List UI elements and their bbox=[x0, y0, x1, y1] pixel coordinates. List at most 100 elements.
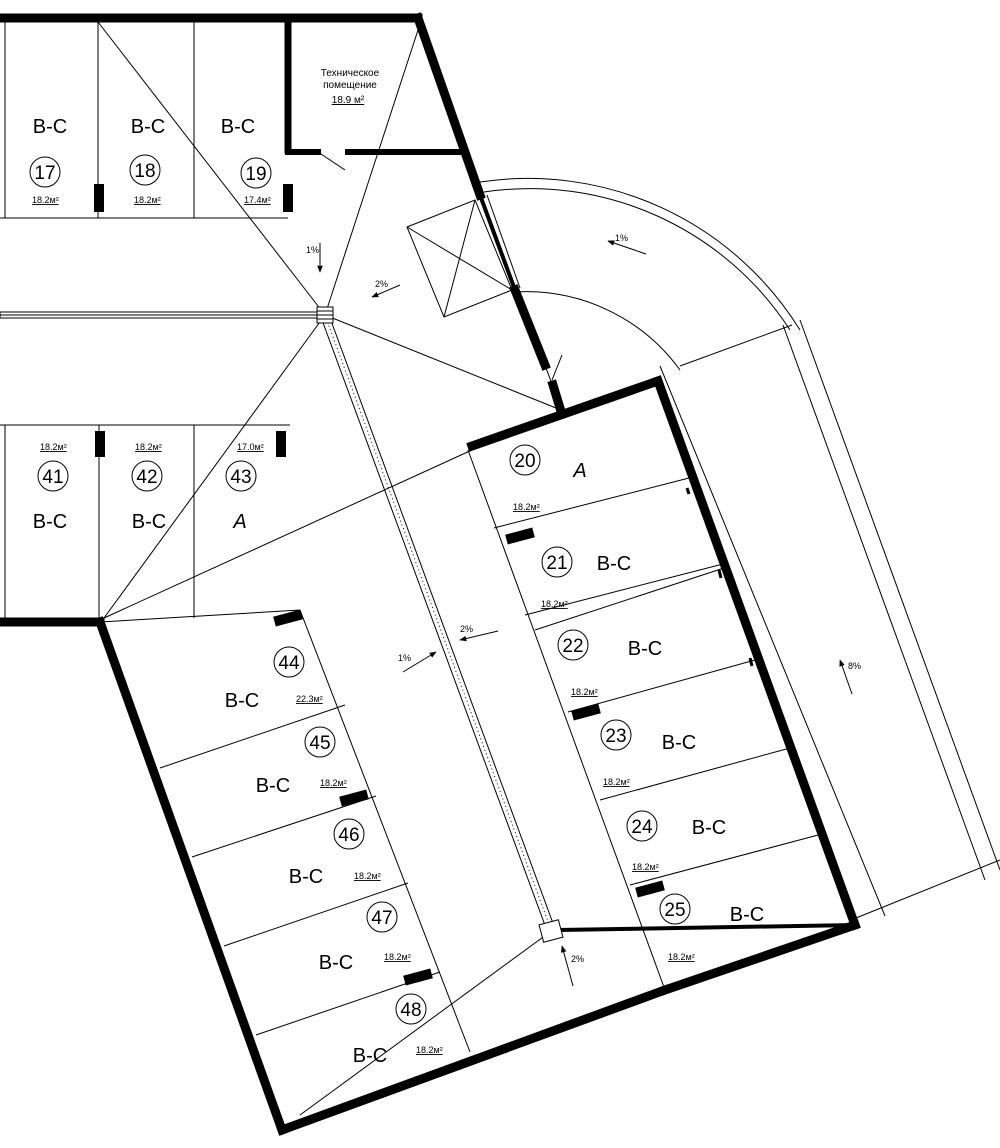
bay-number: 22 bbox=[562, 636, 583, 657]
bay-number: 47 bbox=[371, 908, 392, 929]
slope-label: 2% bbox=[571, 954, 584, 964]
bay-41[interactable]: 18.2м² 41 В-С bbox=[33, 442, 69, 533]
tech-room-door-leaf bbox=[317, 151, 346, 171]
drive-line bbox=[103, 449, 473, 619]
bay-45[interactable]: 45 В-С 18.2м² bbox=[256, 726, 347, 797]
column bbox=[505, 527, 535, 545]
bay-line bbox=[159, 704, 346, 769]
right-bays-grid bbox=[467, 449, 823, 991]
bay-number-circle bbox=[131, 460, 163, 492]
bay-43[interactable]: 17.0м² 43 А bbox=[225, 442, 264, 533]
bay-line bbox=[629, 833, 823, 886]
technical-room-name-1: Техническое bbox=[321, 68, 380, 79]
door-frame bbox=[545, 367, 556, 393]
bay-area: 18.2м² bbox=[632, 862, 659, 872]
top-bays-grid bbox=[0, 22, 293, 219]
tick bbox=[748, 657, 754, 667]
door-frame bbox=[486, 194, 521, 289]
drive-line bbox=[97, 21, 326, 316]
drive-line bbox=[324, 314, 557, 409]
bay-25[interactable]: 25 В-С 18.2м² bbox=[659, 893, 764, 962]
ramp-joint bbox=[679, 324, 793, 367]
right-block-top-wall bbox=[466, 375, 664, 452]
bay-42[interactable]: 18.2м² 42 В-С bbox=[131, 442, 166, 533]
bay-area: 18.2м² bbox=[668, 952, 695, 962]
tech-room-outer-wall bbox=[412, 12, 486, 201]
bay-number-circle bbox=[273, 646, 305, 678]
technical-room-name-2: помещение bbox=[323, 80, 377, 91]
ramp-outer-arc bbox=[479, 177, 801, 331]
bay-area: 18.2м² bbox=[40, 442, 67, 452]
slope-arrow bbox=[607, 240, 647, 255]
bay-code: В-С bbox=[319, 952, 353, 974]
column bbox=[95, 431, 105, 457]
bay-code: В-С bbox=[353, 1045, 387, 1067]
bay-47[interactable]: 47 В-С 18.2м² bbox=[319, 901, 411, 974]
bay-area: 18.2м² bbox=[571, 687, 598, 697]
bay-area: 18.2м² bbox=[135, 442, 162, 452]
bay-number-circle bbox=[541, 546, 573, 578]
bay-number-circle bbox=[29, 156, 61, 188]
bay-number: 43 bbox=[230, 467, 251, 488]
bay-code: В-С bbox=[221, 116, 255, 138]
bay-44[interactable]: 44 В-С 22.3м² bbox=[225, 646, 323, 712]
door-jamb bbox=[477, 192, 518, 293]
left-lower-wall bbox=[94, 616, 288, 1136]
drive-line bbox=[103, 314, 326, 619]
bay-area: 17.4м² bbox=[244, 195, 271, 205]
bay-19[interactable]: В-С 19 17.4м² bbox=[221, 116, 272, 205]
drain-channel-a bbox=[321, 319, 547, 929]
bay-line bbox=[99, 609, 301, 623]
column bbox=[571, 703, 601, 721]
slope-arrow bbox=[839, 659, 853, 695]
bay-number: 42 bbox=[136, 467, 157, 488]
bay-line bbox=[493, 477, 690, 529]
tick bbox=[717, 569, 723, 579]
floor-drain-bottom bbox=[538, 919, 564, 943]
column bbox=[283, 184, 293, 212]
bay-22[interactable]: 22 В-С 18.2м² bbox=[557, 629, 662, 697]
bay-number: 23 bbox=[605, 726, 626, 747]
bottom-wall bbox=[276, 984, 671, 1136]
bay-area: 18.2м² bbox=[134, 195, 161, 205]
column bbox=[94, 184, 104, 212]
bay-line bbox=[467, 449, 666, 991]
bay-area: 18.2м² bbox=[354, 871, 381, 881]
bay-46[interactable]: 46 В-С 18.2м² bbox=[289, 818, 381, 888]
slope-label: 1% bbox=[306, 245, 319, 255]
bay-area: 18.2м² bbox=[513, 502, 540, 512]
bay-code: А bbox=[232, 511, 246, 533]
bay-line bbox=[223, 882, 409, 947]
bay-code: В-С bbox=[692, 817, 726, 839]
bay-20[interactable]: 20 А 18.2м² bbox=[509, 444, 587, 512]
bay-area: 22.3м² bbox=[296, 694, 323, 704]
bay-number: 17 bbox=[34, 163, 55, 184]
bay-24[interactable]: 24 В-С 18.2м² bbox=[626, 810, 726, 872]
bay-21[interactable]: 21 В-С 18.2м² bbox=[541, 546, 631, 609]
bay-number: 21 bbox=[546, 553, 567, 574]
slope-label: 2% bbox=[460, 624, 473, 634]
column bbox=[403, 968, 433, 986]
bay-23[interactable]: 23 В-С 18.2м² bbox=[600, 719, 696, 787]
slope-label: 8% bbox=[848, 661, 861, 671]
bay-number-circle bbox=[366, 901, 398, 933]
bay-code: В-С bbox=[597, 553, 631, 575]
bay-18[interactable]: В-С 18 18.2м² bbox=[129, 116, 165, 205]
bay-number-circle bbox=[333, 818, 365, 850]
column bbox=[339, 789, 369, 807]
ramp-outer-arc-2 bbox=[483, 188, 791, 331]
bay-area: 18.2м² bbox=[320, 778, 347, 788]
bay-17[interactable]: В-С 17 18.2м² bbox=[29, 116, 67, 205]
ramp bbox=[406, 177, 1000, 919]
bay-number: 19 bbox=[245, 164, 266, 185]
bay-number-circle bbox=[626, 810, 658, 842]
bay-area: 18.2м² bbox=[541, 599, 568, 609]
bay-area: 18.2м² bbox=[603, 777, 630, 787]
bay-code: В-С bbox=[730, 904, 764, 926]
bay-48[interactable]: 48 В-С 18.2м² bbox=[353, 993, 443, 1067]
bay-number-circle bbox=[600, 719, 632, 751]
right-block-outer-wall bbox=[652, 375, 861, 931]
ramp-inner-edge bbox=[659, 365, 886, 917]
drive-lines bbox=[97, 21, 564, 1116]
bay-code: В-С bbox=[628, 638, 662, 660]
